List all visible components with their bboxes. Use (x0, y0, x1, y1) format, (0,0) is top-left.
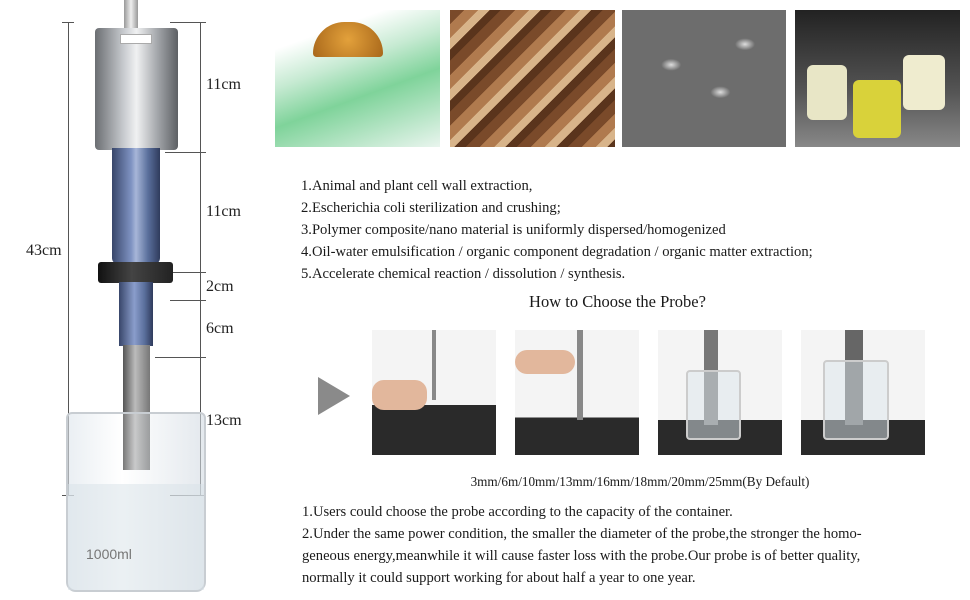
mounting-ring (98, 262, 173, 283)
probe-note-line: 1.Users could choose the probe according… (302, 504, 733, 520)
probe-note-line: 2.Under the same power condition, the sm… (302, 526, 862, 542)
horn-upper (112, 148, 160, 264)
application-item: 3.Polymer composite/nano material is uni… (301, 222, 726, 238)
application-item: 1.Animal and plant cell wall extraction, (301, 178, 533, 194)
application-item: 4.Oil-water emulsification / organic com… (301, 244, 813, 260)
probe-section-title: How to Choose the Probe? (529, 292, 706, 311)
wood-samples-photo (450, 10, 615, 147)
flasks-photo (795, 10, 960, 147)
dimension-2: 11cm (206, 203, 241, 220)
label-sticker (120, 34, 152, 44)
dimension-5: 13cm (206, 412, 242, 429)
arrow-right-icon (318, 377, 350, 415)
beaker-volume: 1000ml (86, 546, 132, 562)
transducer-housing (95, 28, 178, 150)
dimension-1: 11cm (206, 76, 241, 93)
probe-photo-large-beaker (801, 330, 925, 455)
connector (124, 0, 138, 30)
bacteria-microscopy-photo (622, 10, 786, 147)
probe-sizes: 3mm/6m/10mm/13mm/16mm/18mm/20mm/25mm(By … (470, 474, 810, 489)
applications-list: 1.Animal and plant cell wall extraction,… (301, 175, 813, 285)
dimension-4: 6cm (206, 320, 234, 337)
probe-note-line: geneous energy,meanwhile it will cause f… (302, 548, 861, 564)
probe-photo-small-tube (372, 330, 496, 455)
beaker: 1000ml (66, 412, 206, 592)
probe-photo-small-beaker (658, 330, 782, 455)
probe-photo-test-tube (515, 330, 639, 455)
dimension-3: 2cm (206, 278, 234, 295)
probe-notes: 1.Users could choose the probe according… (302, 501, 862, 589)
probe-note-line: normally it could support working for ab… (302, 570, 696, 586)
dimension-total: 43cm (26, 242, 62, 260)
nanomaterial-diagram (275, 10, 440, 147)
application-item: 5.Accelerate chemical reaction / dissolu… (301, 266, 626, 282)
application-item: 2.Escherichia coli sterilization and cru… (301, 200, 561, 216)
horn-lower (119, 282, 153, 346)
